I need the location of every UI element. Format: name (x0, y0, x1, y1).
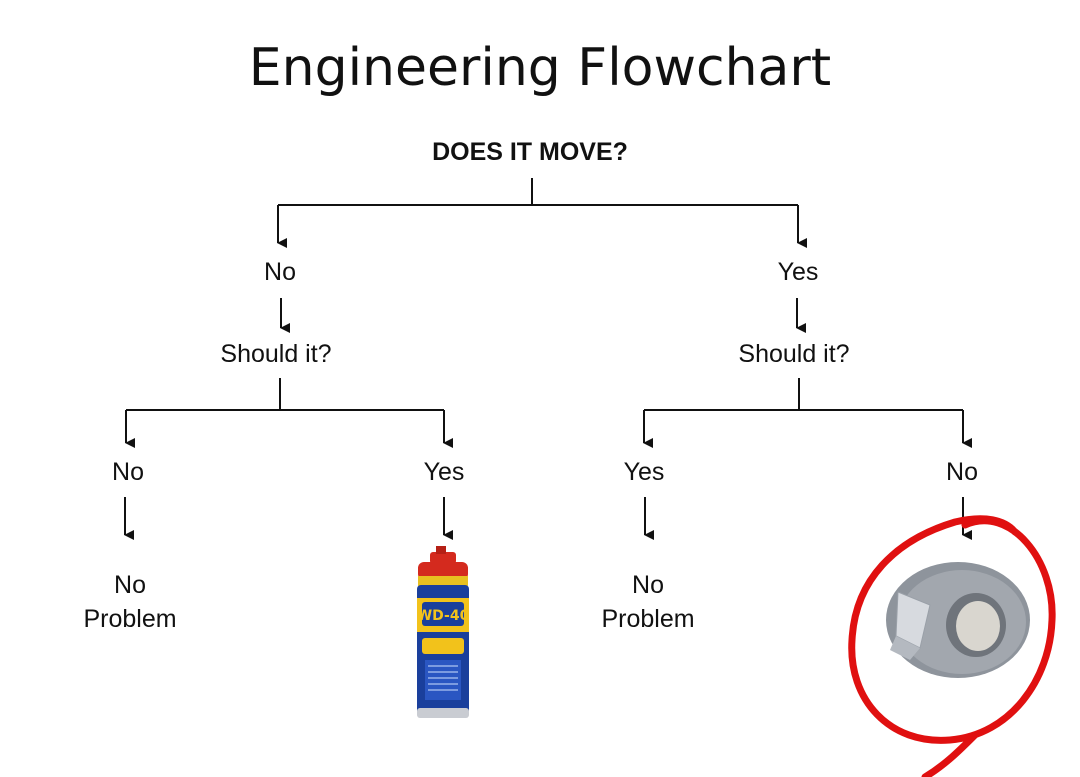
right-outcome-line1: No (632, 571, 664, 599)
flowchart-title: Engineering Flowchart (248, 38, 832, 98)
wd40-can-image: WD-40 (417, 546, 470, 718)
right-right-answer-no: No (946, 458, 978, 486)
root-question: DOES IT MOVE? (432, 138, 628, 166)
left-outcome-line2: Problem (83, 605, 177, 633)
right-question-should-it: Should it? (738, 340, 850, 368)
right-left-answer-yes: Yes (623, 458, 665, 486)
left-right-answer-yes: Yes (423, 458, 465, 486)
red-highlight-circle (848, 515, 1056, 777)
left-answer-no: No (264, 258, 296, 286)
left-question-should-it: Should it? (220, 340, 332, 368)
duct-tape-roll-image (886, 562, 1030, 678)
right-outcome-line2: Problem (601, 605, 695, 633)
right-outcome-no-problem: No Problem (548, 568, 748, 636)
left-outcome-no-problem: No Problem (30, 568, 230, 636)
left-left-answer-no: No (112, 458, 144, 486)
wd40-can-text: WD-40 (417, 608, 470, 624)
left-outcome-line1: No (114, 571, 146, 599)
right-answer-yes: Yes (777, 258, 819, 286)
